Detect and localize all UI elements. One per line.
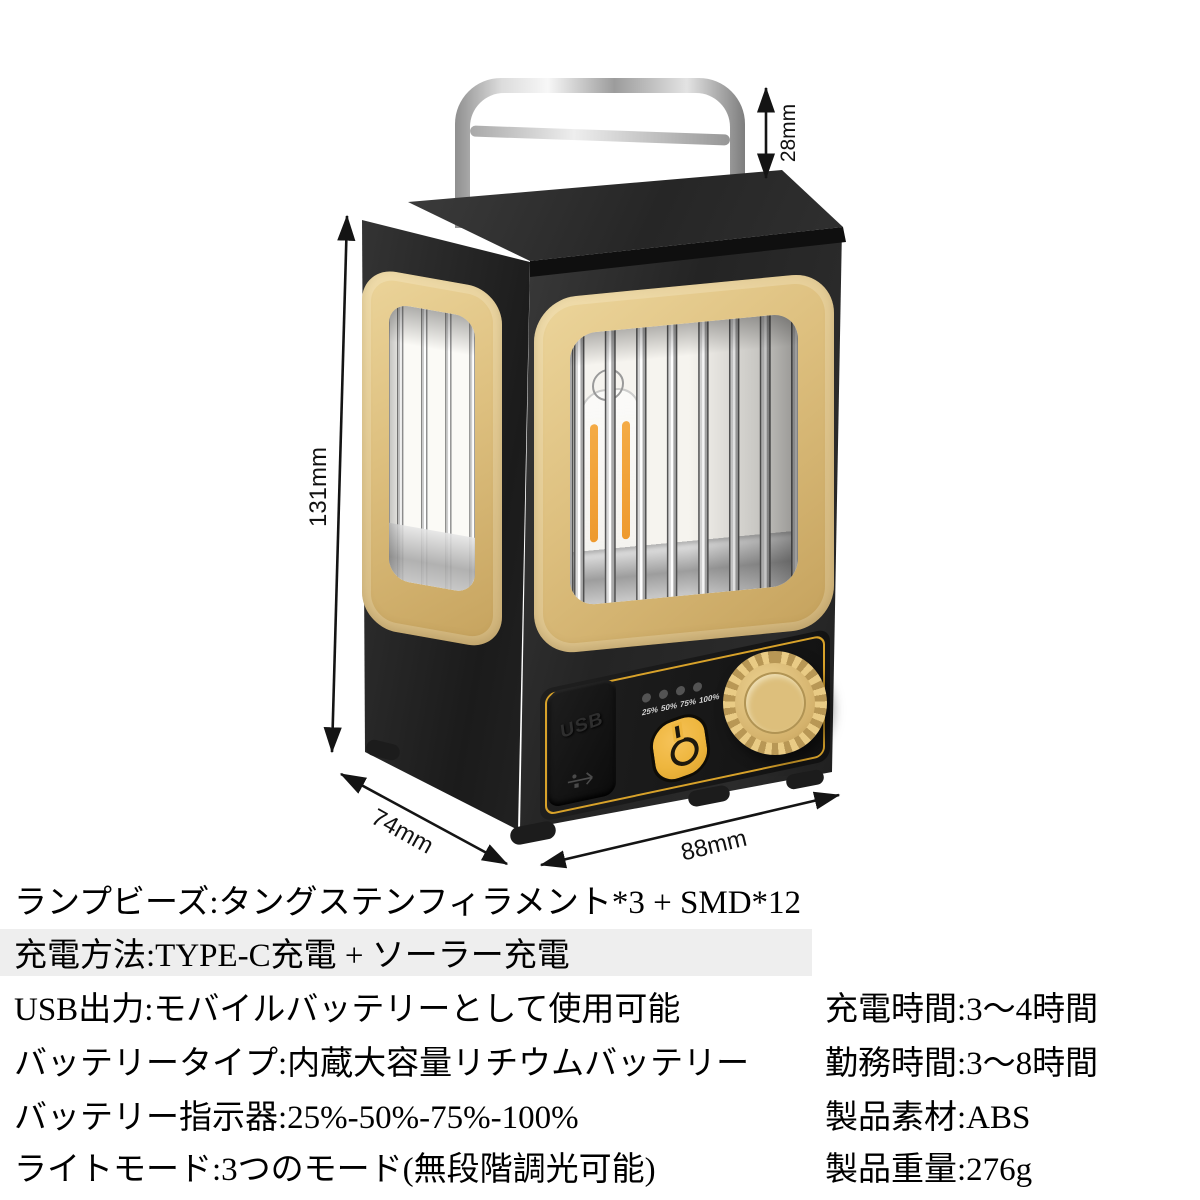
spec-charge-time: 充電時間:3〜4時間: [825, 992, 1099, 1028]
control-panel: USB 25% 50% 75% 100%: [540, 628, 830, 822]
spec-light-mode: ライトモード:3つのモード(無段階調光可能): [14, 1152, 656, 1188]
spec-usb-output: USB出力:モバイルバッテリーとして使用可能: [14, 992, 681, 1028]
usb-port-cover[interactable]: USB: [548, 677, 616, 809]
spec-work-time: 勤務時間:3〜8時間: [825, 1046, 1099, 1082]
spec-material: 製品素材:ABS: [825, 1100, 1031, 1136]
dimmer-knob[interactable]: [723, 651, 827, 755]
spec-lamp-beads: ランプビーズ:タングステンフィラメント*3 + SMD*12: [14, 885, 802, 921]
top-cap: [404, 166, 850, 278]
spec-charging-method: 充電方法:TYPE-C充電 + ソーラー充電: [14, 938, 570, 974]
dimension-label-handle-height: 28mm: [777, 103, 800, 163]
dimmer-knob-face: [744, 672, 806, 734]
spec-battery-indicator: バッテリー指示器:25%-50%-75%-100%: [14, 1100, 579, 1136]
usb-icon: [567, 772, 593, 789]
highlight-band: [0, 929, 812, 976]
dimension-label-body-height: 131mm: [305, 446, 332, 528]
spec-weight: 製品重量:276g: [825, 1152, 1033, 1188]
spec-battery-type: バッテリータイプ:内蔵大容量リチウムバッテリー: [14, 1046, 750, 1082]
